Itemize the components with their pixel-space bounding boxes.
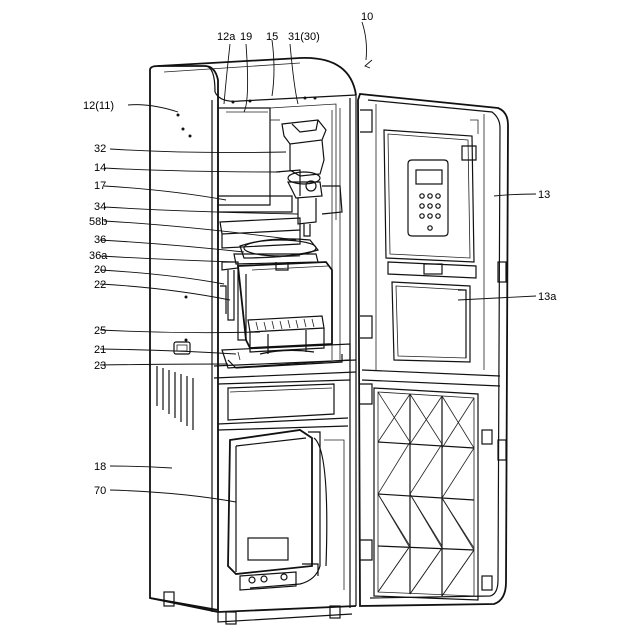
label-12a: 12a [217,31,236,43]
label-36a: 36a [89,250,108,262]
front-door [358,94,508,606]
label-31-30: 31(30) [288,31,320,43]
label-32: 32 [94,143,106,155]
side-details [174,114,192,355]
label-21: 21 [94,344,106,356]
label-34: 34 [94,201,106,213]
label-25: 25 [94,325,106,337]
label-20: 20 [94,264,106,276]
cabinet-body [150,58,356,624]
label-15: 15 [266,31,278,43]
label-22: 22 [94,279,106,291]
label-13a: 13a [538,291,557,303]
side-vents [157,366,193,430]
label-18: 18 [94,461,106,473]
label-36: 36 [94,234,106,246]
lower-compartment [218,384,348,590]
label-10: 10 [361,11,373,23]
label-70: 70 [94,485,106,497]
label-23: 23 [94,360,106,372]
lower-door-grille [374,388,478,600]
label-13: 13 [538,189,550,201]
part-labels: 10 12a 19 15 31(30) 12(11) 32 14 17 34 5… [83,11,557,497]
label-14: 14 [94,162,106,174]
container-case [220,262,332,348]
label-58b: 58b [89,216,107,228]
label-19: 19 [240,31,252,43]
label-12-11: 12(11) [83,100,114,112]
upper-compartment [218,97,340,361]
label-17: 17 [94,180,106,192]
